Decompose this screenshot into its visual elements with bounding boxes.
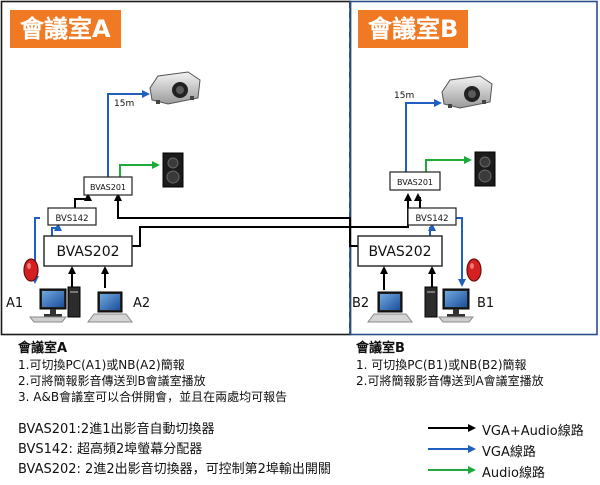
legend-label-audio: Audio線路 xyxy=(482,466,545,481)
bvs142-box-b xyxy=(407,207,457,226)
bvs142-label-b: BVS142 xyxy=(415,214,448,224)
bvas201-label-b: BVAS201 xyxy=(397,178,433,187)
notes-room-a-line: 2.可將簡報影音傳送到B會議室播放 xyxy=(18,374,206,388)
notes-room-b-line: 2.可將簡報影音傳送到A會議室播放 xyxy=(356,374,544,388)
laptop-b2-icon xyxy=(367,291,413,323)
notes-room-a: 會議室A 1.可切換PC(A1)或NB(A2)簡報 2.可將簡報影音傳送到B會議… xyxy=(18,341,287,405)
notes-room-a-line: 3. A&B會議室可以合併開會，並且在兩處均可報告 xyxy=(18,390,288,404)
notes-room-b-line: 1. 可切換PC(B1)或NB(B2)簡報 xyxy=(356,358,527,372)
bvas201-box-b xyxy=(389,171,441,191)
speaker-b-icon xyxy=(474,151,496,187)
notes-room-a-line: 1.可切換PC(A1)或NB(A2)簡報 xyxy=(18,358,185,372)
bvs142-label-a: BVS142 xyxy=(55,214,88,224)
notes-room-a-heading: 會議室A xyxy=(18,341,68,356)
remote-b-icon xyxy=(466,258,482,282)
wire-bvs142-to-bvas201-a xyxy=(74,193,92,210)
wire-bvas201-to-speaker-b xyxy=(425,156,472,172)
device-description: BVAS202: 2進2出影音切換器，可控制第2埠輸出開關 xyxy=(18,462,331,477)
cable-length-b: 15m xyxy=(394,91,414,101)
laptop-a2-icon xyxy=(87,291,133,323)
remote-a-icon xyxy=(23,258,39,282)
wire-bvas202b-to-bvas201a xyxy=(114,193,358,247)
wire-bvas202-to-bvs142-b xyxy=(428,223,436,236)
device-descriptions: BVAS201:2進1出影音自動切換器 BVS142: 超高頻2埠螢幕分配器 B… xyxy=(18,420,331,480)
source-label-b2: B2 xyxy=(352,296,369,311)
bvas202-label-a: BVAS202 xyxy=(56,244,119,260)
bvas201-label-a: BVAS201 xyxy=(90,183,126,192)
speaker-a-icon xyxy=(162,152,184,188)
wire-bvas201-to-projector-a xyxy=(107,90,150,177)
legend-label-vga-audio: VGA+Audio線路 xyxy=(482,424,584,439)
bvas202-label-b: BVAS202 xyxy=(368,244,431,260)
wire-bvas202-to-bvs142-a xyxy=(51,223,62,236)
bvas202-box-b xyxy=(357,235,443,267)
bvs142-box-a xyxy=(47,207,97,226)
source-label-a2: A2 xyxy=(133,296,150,311)
room-b-title: 會議室B xyxy=(358,10,469,48)
room-b-border xyxy=(349,0,598,336)
cable-length-a: 15m xyxy=(114,99,134,109)
device-description: BVS142: 超高頻2埠螢幕分配器 xyxy=(18,442,203,457)
room-a-title: 會議室A xyxy=(10,10,121,48)
pc-a1-icon xyxy=(28,286,81,323)
notes-room-b: 會議室B 1. 可切換PC(B1)或NB(B2)簡報 2.可將簡報影音傳送到A會… xyxy=(356,341,544,389)
wire-bvas201-to-projector-b xyxy=(405,99,442,172)
legend-label-vga: VGA線路 xyxy=(482,445,536,460)
bvas201-box-a xyxy=(83,176,133,196)
notes-room-b-heading: 會議室B xyxy=(356,341,405,356)
bvas202-box-a xyxy=(43,235,133,267)
source-label-b1: B1 xyxy=(477,296,494,311)
projector-b-icon xyxy=(441,75,493,109)
projector-a-icon xyxy=(149,71,201,105)
wire-bvs142-to-bvas201-b xyxy=(414,193,422,208)
pc-b1-icon xyxy=(424,286,475,323)
wire-bvs142-to-monitor-b xyxy=(456,217,466,287)
source-label-a1: A1 xyxy=(6,296,23,311)
wire-bvas201-to-speaker-a xyxy=(119,161,160,177)
device-description: BVAS201:2進1出影音自動切換器 xyxy=(18,422,215,437)
